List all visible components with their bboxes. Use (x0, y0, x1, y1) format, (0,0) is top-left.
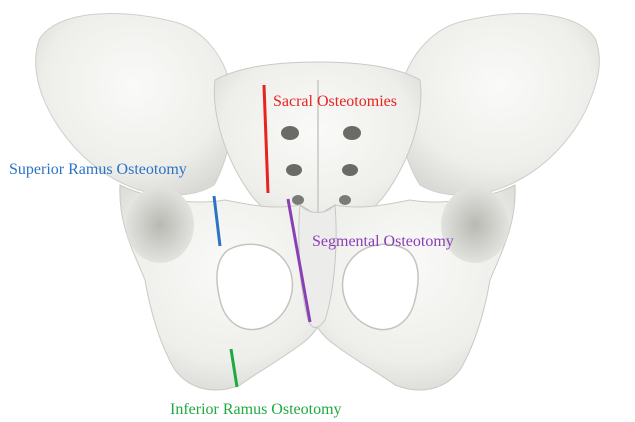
sacral-foramen (292, 195, 304, 205)
sacral-foramen (342, 164, 358, 176)
right-iliac-wing (399, 14, 599, 196)
segmental-osteotomy-label: Segmental Osteotomy (312, 234, 454, 250)
sacral-osteotomies-label: Sacral Osteotomies (273, 94, 397, 110)
superior-ramus-osteotomy-label: Superior Ramus Osteotomy (9, 162, 187, 178)
sacral-foramen (281, 126, 299, 140)
left-acetabulum (126, 187, 194, 263)
sacral-foramen (286, 164, 302, 176)
inferior-ramus-osteotomy-label: Inferior Ramus Osteotomy (170, 402, 342, 418)
sacral-foramen (343, 126, 361, 140)
right-acetabulum (441, 187, 509, 263)
sacral-foramen (339, 195, 351, 205)
